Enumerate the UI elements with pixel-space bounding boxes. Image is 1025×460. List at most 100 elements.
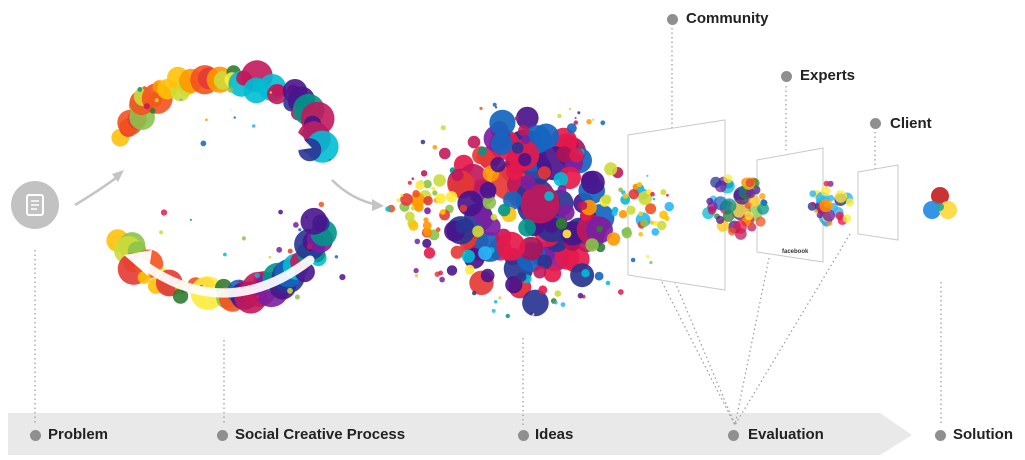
community-bubble [745, 188, 756, 199]
evaluation-panels [627, 119, 899, 291]
flow-arrow-ideas-head [372, 199, 384, 211]
idea-bubble [413, 268, 419, 274]
idea-bubble [424, 207, 431, 215]
idea-bubble [431, 186, 436, 191]
flow-arrow-problem-head [112, 170, 124, 182]
idea-bubble [555, 218, 568, 230]
social-process-bubble [305, 216, 308, 219]
social-marker [217, 430, 228, 441]
community-bubble [733, 220, 747, 234]
idea-bubble [492, 102, 497, 107]
idea-bubble [650, 220, 655, 225]
social-process-bubble [172, 288, 189, 304]
idea-bubble [537, 166, 551, 180]
idea-bubble [636, 182, 643, 188]
idea-bubble [611, 210, 618, 217]
social-process-bubble [269, 91, 272, 94]
idea-bubble [490, 157, 506, 173]
idea-bubble [423, 217, 429, 223]
idea-bubble [606, 232, 621, 246]
idea-bubble [514, 116, 519, 121]
idea-bubble [461, 249, 475, 263]
idea-bubble [537, 254, 553, 270]
idea-bubble [435, 193, 447, 204]
idea-bubble [594, 271, 604, 281]
idea-bubble [439, 209, 446, 215]
idea-bubble [646, 174, 649, 177]
idea-bubble [530, 312, 533, 315]
idea-bubble [618, 187, 623, 193]
stage-label-social-creative-process: Social Creative Process [235, 426, 406, 443]
problem-icon [11, 181, 59, 229]
idea-bubble [446, 265, 458, 276]
idea-bubble [554, 290, 562, 297]
bubble-clusters [106, 60, 957, 319]
idea-bubble [628, 189, 639, 200]
experts-bubble [819, 198, 833, 213]
idea-bubble [422, 221, 432, 230]
experts-bubble [823, 180, 830, 187]
idea-bubble [651, 228, 660, 236]
evaluation-marker [728, 430, 739, 441]
social-process-bubble [142, 86, 147, 90]
idea-bubble [521, 134, 531, 145]
idea-bubble [494, 300, 498, 304]
social-process-bubble [154, 98, 159, 103]
idea-bubble [569, 148, 584, 163]
idea-bubble [467, 135, 481, 149]
idea-bubble [404, 211, 415, 222]
idea-bubble [422, 238, 432, 248]
idea-bubble [480, 268, 495, 283]
community-bubble [716, 215, 725, 224]
idea-bubble [649, 260, 653, 265]
idea-bubble [498, 296, 502, 300]
social-process-bubble [159, 230, 164, 235]
idea-bubble [408, 220, 419, 231]
loop-arrow-bottom [135, 255, 315, 298]
client-panel [857, 164, 899, 241]
social-process-bubble [254, 272, 260, 279]
idea-bubble [518, 153, 532, 167]
idea-bubble [596, 225, 603, 233]
idea-bubble [617, 289, 624, 295]
idea-bubble [581, 269, 590, 278]
loop-arrow-bottom-head [124, 250, 152, 276]
social-process-bubble [160, 209, 168, 216]
idea-bubble [554, 301, 558, 305]
idea-bubble [489, 109, 516, 136]
idea-bubble [522, 289, 549, 317]
loop-arrow-top-head [286, 125, 312, 152]
evaluator-label-community: Community [686, 10, 769, 27]
idea-bubble [503, 190, 522, 210]
idea-bubble [490, 213, 498, 221]
idea-bubble [411, 177, 415, 180]
social-process-bubble [179, 98, 183, 101]
problem-marker [30, 430, 41, 441]
idea-bubble [557, 185, 567, 194]
idea-bubble [646, 189, 652, 195]
idea-bubble [557, 204, 575, 221]
idea-bubble [660, 189, 667, 196]
idea-bubble [652, 197, 656, 201]
idea-bubble [650, 191, 655, 197]
idea-bubble [578, 201, 588, 211]
idea-bubble [498, 203, 511, 217]
idea-bubble [592, 118, 595, 122]
idea-bubble [445, 191, 458, 203]
idea-bubble [410, 206, 416, 211]
idea-bubble [638, 211, 644, 217]
idea-bubble [586, 119, 592, 125]
social-process-bubble [200, 140, 207, 147]
idea-bubble [495, 106, 498, 109]
idea-bubble [560, 302, 566, 307]
social-process-bubble [241, 236, 246, 241]
idea-bubble [414, 238, 421, 245]
social-process-bubble [268, 255, 272, 259]
social-process-bubble [137, 87, 143, 92]
community-bubble [721, 198, 737, 213]
idea-bubble [479, 106, 483, 110]
flow-arrow-problem [74, 173, 121, 207]
social-process-bubble [276, 246, 283, 253]
community-bubble [757, 202, 769, 215]
